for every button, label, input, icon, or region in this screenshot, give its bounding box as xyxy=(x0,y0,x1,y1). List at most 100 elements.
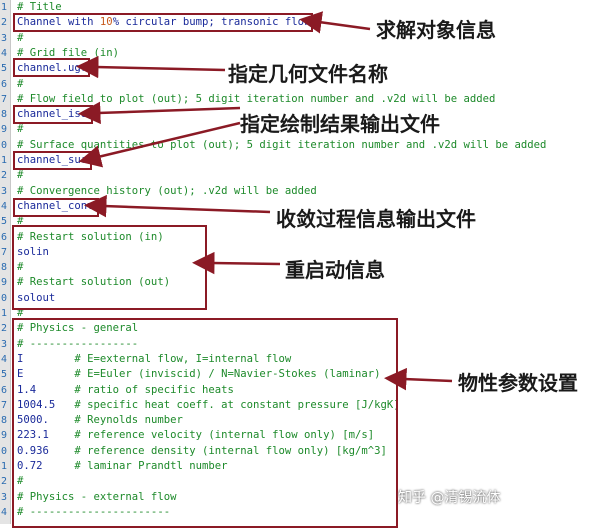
code-line[interactable]: # ----------------- xyxy=(17,337,138,352)
code-line[interactable]: 1.4 # ratio of specific heats xyxy=(17,383,234,398)
comment-text: # Restart solution (in) xyxy=(17,230,164,243)
line-number: 3 xyxy=(1,338,8,350)
code-line[interactable]: # Flow field to plot (out); 5 digit iter… xyxy=(17,92,495,107)
value-text: E xyxy=(17,368,75,381)
code-line[interactable]: # xyxy=(17,122,23,137)
code-line[interactable]: solin xyxy=(17,245,49,260)
line-number: 7 xyxy=(1,246,8,258)
comment-text: # Reynolds number xyxy=(74,414,183,427)
code-line[interactable]: 1004.5 # specific heat coeff. at constan… xyxy=(17,398,400,413)
code-line[interactable]: # xyxy=(17,214,23,229)
code-line[interactable]: channel_conv xyxy=(17,199,94,214)
comment-text: # xyxy=(17,215,24,228)
value-text: 0.936 xyxy=(17,444,75,457)
value-text: channel_surf xyxy=(17,154,94,166)
line-number: 3 xyxy=(1,185,8,197)
line-number: 4 xyxy=(1,506,8,518)
line-number: 2 xyxy=(1,17,8,29)
annotation-plot-output: 指定绘制结果输出文件 xyxy=(240,112,440,136)
comment-text: # Title xyxy=(17,1,62,13)
annotation-restart-info: 重启动信息 xyxy=(285,258,385,282)
code-line[interactable]: # xyxy=(17,168,23,183)
line-number: 2 xyxy=(1,323,8,335)
comment-text: # ----------------- xyxy=(17,337,139,350)
line-number: 9 xyxy=(1,124,8,136)
comment-text: # xyxy=(17,123,24,136)
value-text: % circular bump; transonic flow xyxy=(112,16,311,29)
comment-text: # xyxy=(17,307,24,319)
code-line[interactable]: channel_iso xyxy=(17,107,87,122)
line-number: 5 xyxy=(1,63,8,75)
value-text: 5000. xyxy=(17,414,75,427)
comment-text: # ---------------------- xyxy=(17,505,171,518)
comment-text: # laminar Prandtl number xyxy=(74,460,228,472)
code-line[interactable]: E # E=Euler (inviscid) / N=Navier-Stokes… xyxy=(17,367,381,382)
line-number: 1 xyxy=(1,155,8,166)
line-number: 5 xyxy=(1,216,8,228)
code-line[interactable]: # Convergence history (out); .v2d will b… xyxy=(17,184,317,199)
comment-text: # Flow field to plot (out); 5 digit iter… xyxy=(17,92,496,105)
value-text: 1.4 xyxy=(17,383,75,396)
annotation-title-info: 求解对象信息 xyxy=(376,18,496,42)
line-number: 9 xyxy=(1,430,8,442)
value-text: 1004.5 xyxy=(17,398,75,411)
code-line[interactable]: 223.1 # reference velocity (internal flo… xyxy=(17,428,374,443)
code-line[interactable]: 5000. # Reynolds number xyxy=(17,413,183,428)
line-number: 0 xyxy=(1,445,8,457)
comment-text: # ratio of specific heats xyxy=(74,383,234,396)
code-line[interactable]: # xyxy=(17,77,23,92)
code-line[interactable]: # xyxy=(17,306,23,321)
code-line[interactable]: # Restart solution (in) xyxy=(17,230,164,245)
annotation-grid-file: 指定几何文件名称 xyxy=(228,62,388,86)
comment-text: # E=Euler (inviscid) / N=Navier-Stokes (… xyxy=(74,368,381,381)
value-text: solin xyxy=(17,245,49,258)
code-line[interactable]: I # E=external flow, I=internal flow xyxy=(17,352,291,367)
code-line[interactable]: # Physics - external flow xyxy=(17,490,176,505)
annotation-physics-settings: 物性参数设置 xyxy=(458,371,578,395)
code-line[interactable]: # xyxy=(17,31,23,46)
code-line[interactable]: solout xyxy=(17,291,55,306)
code-line[interactable]: channel_surf xyxy=(17,153,94,168)
code-line[interactable]: # Grid file (in) xyxy=(17,46,119,61)
line-number: 6 xyxy=(1,384,8,396)
code-line[interactable]: # Title xyxy=(17,0,62,15)
line-number: 5 xyxy=(1,369,8,381)
comment-text: # xyxy=(17,31,24,44)
code-line[interactable]: 0.936 # reference density (internal flow… xyxy=(17,444,387,459)
line-number: 4 xyxy=(1,200,8,212)
comment-text: # E=external flow, I=internal flow xyxy=(74,352,292,365)
comment-text: # xyxy=(17,77,24,90)
comment-text: # Physics - external flow xyxy=(17,490,177,503)
code-line[interactable]: # Restart solution (out) xyxy=(17,275,170,290)
code-line[interactable]: 0.72 # laminar Prandtl number xyxy=(17,459,227,474)
comment-text: # Restart solution (out) xyxy=(17,276,171,289)
line-number: 3 xyxy=(1,32,8,44)
line-number: 8 xyxy=(1,262,8,274)
line-number: 2 xyxy=(1,476,8,488)
watermark: 知乎 @清锡流体 xyxy=(398,490,501,506)
arrow-restart xyxy=(192,251,281,275)
value-text: channel.ugr xyxy=(17,62,88,75)
code-line[interactable]: # xyxy=(17,260,23,275)
line-number: 6 xyxy=(1,78,8,90)
line-number: 0 xyxy=(1,139,8,151)
code-line[interactable]: # Physics - general xyxy=(17,321,138,336)
line-number: 1 xyxy=(1,308,8,319)
line-number: 9 xyxy=(1,277,8,289)
code-line[interactable]: # xyxy=(17,474,23,489)
line-number: 2 xyxy=(1,170,8,182)
line-number: 4 xyxy=(1,47,8,59)
code-line[interactable]: Channel with 10% circular bump; transoni… xyxy=(17,15,310,30)
arrow-grid xyxy=(76,55,226,79)
code-line[interactable]: channel.ugr xyxy=(17,61,87,76)
code-line[interactable]: # ---------------------- xyxy=(17,505,170,520)
arrow-title xyxy=(299,11,371,34)
comment-text: # xyxy=(17,475,24,488)
value-text: solout xyxy=(17,291,56,304)
value-text: 0.72 xyxy=(17,460,75,472)
comment-text: # specific heat coeff. at constant press… xyxy=(74,398,400,411)
line-number: 0 xyxy=(1,292,8,304)
arrow-surf xyxy=(78,121,241,168)
value-text: channel_conv xyxy=(17,199,94,212)
